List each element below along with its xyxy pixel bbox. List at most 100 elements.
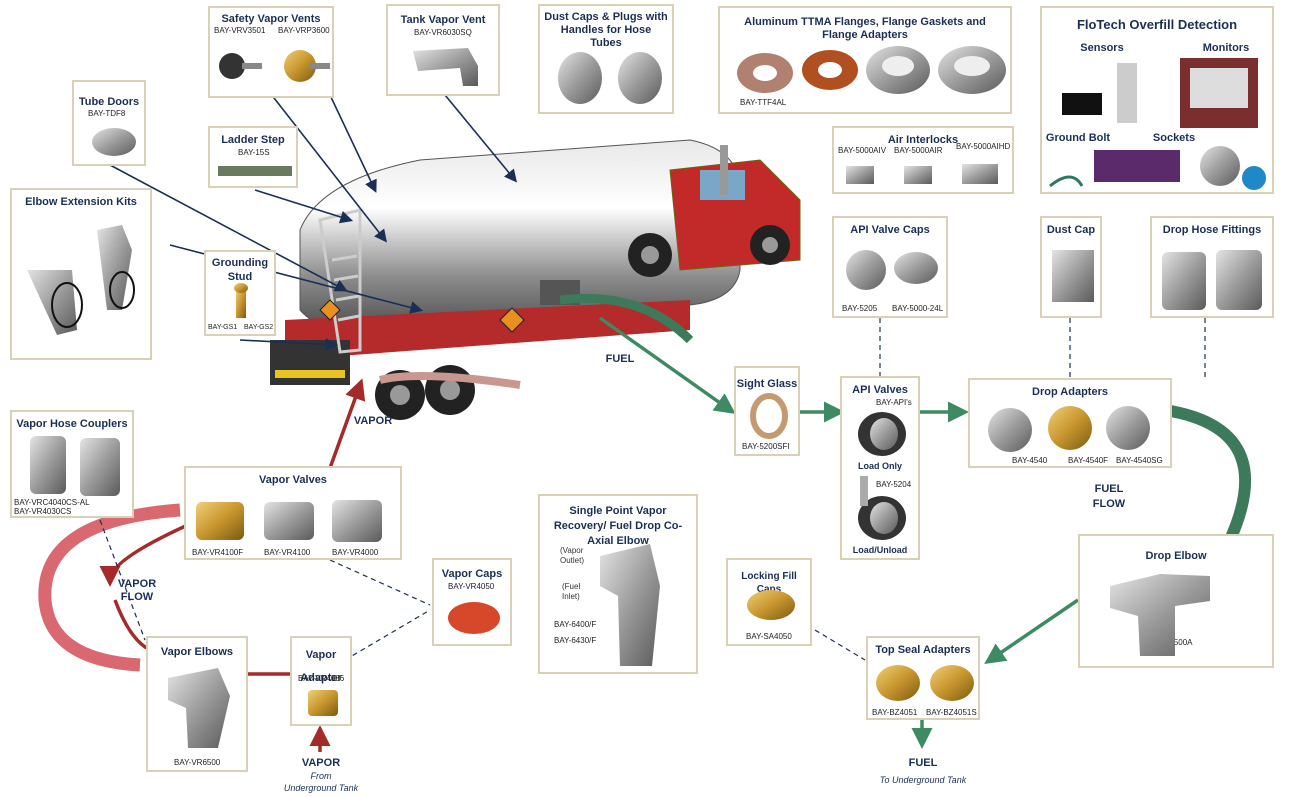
vapor-hose-couplers-box[interactable]: Vapor Hose Couplers BAY-VRC4040CS-AL BAY… [10, 410, 134, 518]
api-valves-box[interactable]: API Valves BAY-API's Load Only BAY-5204 … [840, 376, 920, 560]
vapor-elbow-icon [168, 668, 230, 748]
vapor-caps-box[interactable]: Vapor Caps BAY-VR4050 [432, 558, 512, 646]
fuel-flow-arrows [598, 316, 1079, 749]
ladder-step-title: Ladder Step [221, 134, 285, 146]
grounding-stud-code-2: BAY-GS2 [244, 324, 274, 331]
air-interlocks-code-3: BAY-5000AIHD [956, 142, 1011, 151]
api-valve-cap-icons [846, 250, 938, 290]
vapor-valves-code-2: BAY-VR4100 [264, 548, 311, 557]
api-valve-caps-code-2: BAY-5000-24L [892, 304, 944, 313]
single-point-title: Single Point Vapor Recovery/ Fuel Drop C… [553, 505, 683, 547]
vapor-hose-couplers-code-1: BAY-VRC4040CS-AL [14, 498, 90, 507]
elbow-extension-kits-title: Elbow Extension Kits [25, 196, 137, 208]
tank-vapor-vent-code: BAY-VR6030SQ [414, 28, 472, 37]
single-point-code-1: BAY-6400/F [554, 620, 597, 629]
ladder-step-box[interactable]: Ladder Step BAY-15S [208, 126, 298, 188]
locking-fill-caps-box[interactable]: Locking Fill Caps BAY-SA4050 [726, 558, 812, 646]
api-valve-caps-title: API Valve Caps [850, 224, 930, 236]
grounding-stud-box[interactable]: Grounding Stud BAY-GS1 BAY-GS2 [204, 250, 276, 336]
vapor-bottom-underground: Underground Tank [283, 783, 359, 793]
vapor-elbows-code: BAY-VR6500 [174, 758, 221, 767]
drop-adapter-icons [988, 406, 1150, 452]
vapor-hose-couplers-title: Vapor Hose Couplers [16, 418, 128, 430]
vapor-bottom-from: From [310, 771, 332, 781]
ladder-step-icon [218, 166, 292, 176]
flotech-box[interactable]: FloTech Overfill Detection Sensors Monit… [1040, 6, 1274, 194]
vapor-flow-label-1: VAPOR [117, 578, 157, 590]
vapor-hose-couplers-code-2: BAY-VR4030CS [14, 507, 72, 516]
drop-adapters-box[interactable]: Drop Adapters BAY-4540 BAY-4540F BAY-454… [968, 378, 1172, 468]
fuel-label: FUEL [605, 353, 635, 365]
flotech-icons [1049, 58, 1266, 190]
tube-doors-box[interactable]: Tube Doors BAY-TDF8 [72, 80, 146, 166]
fuel-bottom-label: FUEL [908, 757, 938, 769]
vapor-adapter-box[interactable]: Vapor Adapter BAY-VR4086 [290, 636, 352, 726]
air-interlocks-box[interactable]: Air Interlocks BAY-5000AIV BAY-5000AIR B… [832, 126, 1014, 194]
ladder-step-code: BAY-15S [238, 148, 270, 157]
drop-hose-fittings-title: Drop Hose Fittings [1162, 224, 1262, 236]
tank-vapor-vent-title: Tank Vapor Vent [400, 14, 486, 26]
grounding-stud-code-1: BAY-GS1 [208, 324, 238, 331]
safety-vapor-vents-title: Safety Vapor Vents [221, 13, 321, 25]
safety-vapor-vents-box[interactable]: Safety Vapor Vents BAY-VRV3501 BAY-VRP36… [208, 6, 334, 98]
elbow-extension-kits-box[interactable]: Elbow Extension Kits [10, 188, 152, 360]
flotech-sockets-label: Sockets [1152, 132, 1196, 144]
top-seal-adapters-code-2: BAY-BZ4051S [926, 708, 977, 717]
air-interlock-icons [846, 164, 998, 184]
locking-fill-caps-title: Locking Fill Caps [741, 571, 797, 595]
vapor-adapter-icon [308, 690, 338, 716]
ttma-flanges-box[interactable]: Aluminum TTMA Flanges, Flange Gaskets an… [718, 6, 1012, 114]
co-axial-elbow-icon [600, 544, 660, 666]
dust-cap-title: Dust Cap [1046, 224, 1096, 236]
api-valves-title: API Valves [852, 384, 908, 396]
single-point-box[interactable]: Single Point Vapor Recovery/ Fuel Drop C… [538, 494, 698, 674]
tank-vapor-vent-icon [413, 48, 478, 86]
vapor-elbows-title: Vapor Elbows [160, 646, 234, 658]
vapor-valves-title: Vapor Valves [259, 474, 327, 486]
sight-glass-icon [750, 393, 788, 439]
flotech-monitors-label: Monitors [1202, 42, 1250, 54]
top-seal-adapter-icons [876, 665, 974, 701]
drop-hose-fittings-box[interactable]: Drop Hose Fittings [1150, 216, 1274, 318]
top-seal-adapters-box[interactable]: Top Seal Adapters BAY-BZ4051 BAY-BZ4051S [866, 636, 980, 720]
flange-icons [737, 46, 1006, 94]
drop-adapters-code-1: BAY-4540 [1012, 456, 1048, 465]
drop-adapters-code-2: BAY-4540F [1068, 456, 1109, 465]
vapor-hose-coupler-icons [30, 436, 120, 496]
safety-vapor-vents-code-2: BAY-VRP3600 [278, 26, 330, 35]
sight-glass-code: BAY-5200SFI [742, 442, 790, 451]
top-seal-adapters-title: Top Seal Adapters [875, 644, 971, 656]
fuel-flow-label-1: FUEL [1094, 483, 1124, 495]
vapor-flow-label-2: FLOW [120, 591, 154, 603]
drop-elbow-box[interactable]: Drop Elbow BAY-6500A [1078, 534, 1274, 668]
vapor-valves-box[interactable]: Vapor Valves BAY-VR4100F BAY-VR4100 BAY-… [184, 466, 402, 560]
grounding-stud-title: Grounding Stud [211, 257, 269, 283]
single-point-code-2: BAY-6430/F [554, 636, 597, 645]
vapor-caps-title: Vapor Caps [441, 568, 503, 580]
air-interlocks-title: Air Interlocks [887, 134, 959, 146]
tank-vapor-vent-box[interactable]: Tank Vapor Vent BAY-VR6030SQ [386, 4, 500, 96]
single-point-vapor-outlet: (Vapor Outlet) [560, 546, 585, 565]
drop-adapters-title: Drop Adapters [1032, 386, 1108, 398]
tanker-truck [270, 139, 801, 420]
elbow-extension-icons [27, 225, 135, 335]
sight-glass-box[interactable]: Sight Glass BAY-5200SFI [734, 366, 800, 456]
air-interlocks-code-1: BAY-5000AIV [838, 146, 887, 155]
vapor-adapter-code: BAY-VR4086 [298, 674, 345, 683]
vapor-vent-icons [219, 50, 330, 82]
vapor-elbows-box[interactable]: Vapor Elbows BAY-VR6500 [146, 636, 248, 772]
dust-cap-plug-icons [558, 52, 662, 104]
dust-cap-box[interactable]: Dust Cap [1040, 216, 1102, 318]
vapor-cap-icon [448, 602, 500, 634]
flotech-ground-bolt-label: Ground Bolt [1045, 132, 1111, 144]
dashed-connectors [99, 318, 1206, 661]
api-valve-caps-box[interactable]: API Valve Caps BAY-5205 BAY-5000-24L [832, 216, 948, 318]
api-valves-code-2: BAY-5204 [876, 480, 912, 489]
dust-caps-plugs-box[interactable]: Dust Caps & Plugs with Handles for Hose … [538, 4, 674, 114]
ttma-flanges-title: Aluminum TTMA Flanges, Flange Gaskets an… [744, 16, 986, 41]
dust-caps-plugs-title: Dust Caps & Plugs with Handles for Hose … [544, 11, 668, 49]
vapor-valves-code-1: BAY-VR4100F [192, 548, 244, 557]
grounding-stud-icon [234, 283, 248, 318]
safety-vapor-vents-code-1: BAY-VRV3501 [214, 26, 266, 35]
